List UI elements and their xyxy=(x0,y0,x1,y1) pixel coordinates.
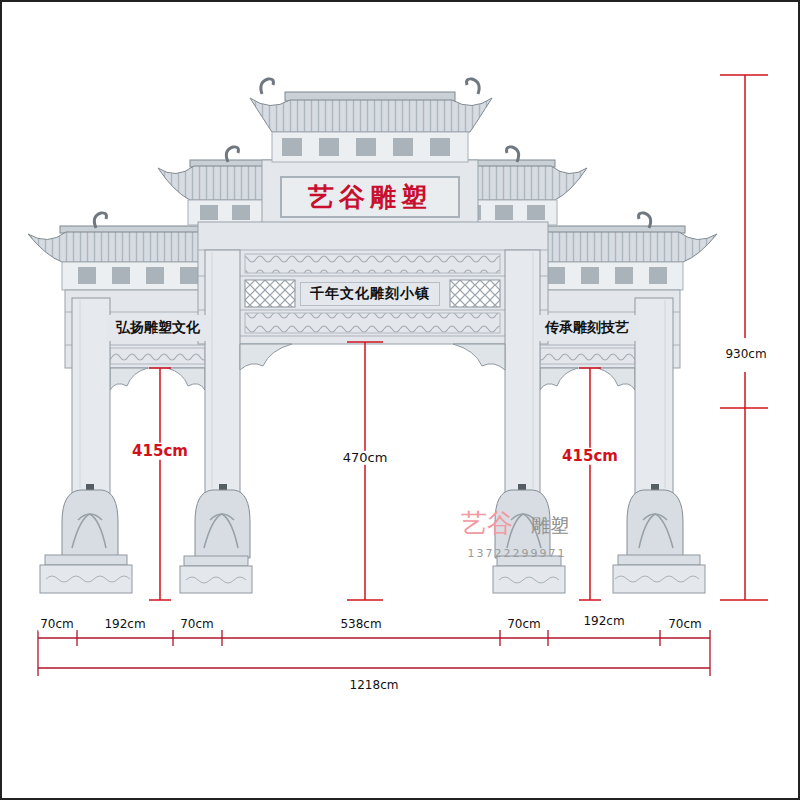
inscription-plaque: 千年文化雕刻小镇 xyxy=(300,282,440,306)
dimension-label: 70cm xyxy=(38,618,76,631)
plaque-text: 千年文化雕刻小镇 xyxy=(310,286,430,301)
dimension-label: 415cm xyxy=(560,448,620,465)
dimension-label: 70cm xyxy=(505,618,543,631)
watermark-text: 艺谷 xyxy=(459,509,515,538)
dimension-label: 538cm xyxy=(338,618,383,631)
dimension-label: 415cm xyxy=(130,443,190,460)
dimension-label: 1218cm xyxy=(348,679,401,692)
plaque-text: 弘扬雕塑文化 xyxy=(116,320,200,335)
title-plaque: 艺谷雕塑 xyxy=(280,176,460,218)
dimension-label: 470cm xyxy=(341,451,390,465)
dimension-label: 192cm xyxy=(581,615,626,628)
dimension-label: 192cm xyxy=(102,618,147,631)
plaque-text: 艺谷雕塑 xyxy=(308,183,432,212)
watermark-text: 雕塑 xyxy=(529,515,571,536)
dimension-label: 70cm xyxy=(666,618,704,631)
inscription-plaque: 弘扬雕塑文化 xyxy=(106,315,210,341)
inscription-plaque: 传承雕刻技艺 xyxy=(535,315,639,341)
dimension-label: 70cm xyxy=(178,618,216,631)
dimension-label: 930cm xyxy=(723,348,768,361)
phone-number: 13722299971 xyxy=(466,548,569,560)
plaque-text: 传承雕刻技艺 xyxy=(545,320,629,335)
